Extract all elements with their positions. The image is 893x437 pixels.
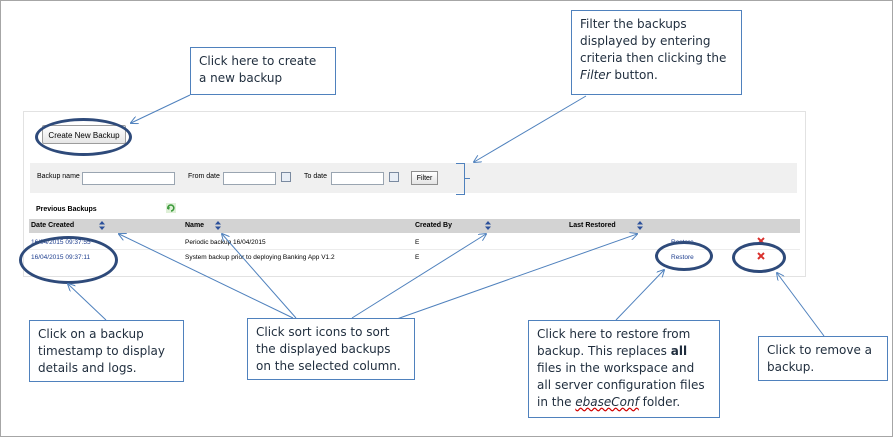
refresh-icon[interactable] bbox=[166, 203, 176, 213]
callout-restore-folder: ebaseConf bbox=[575, 395, 639, 409]
created-by-cell: E bbox=[415, 239, 420, 246]
callout-filter-text-end: button. bbox=[614, 68, 658, 82]
create-button-highlight bbox=[35, 118, 132, 156]
callout-timestamp-text: Click on a backup timestamp to display d… bbox=[38, 327, 166, 375]
callout-timestamp: Click on a backup timestamp to display d… bbox=[29, 320, 184, 382]
sort-icon[interactable] bbox=[99, 221, 105, 230]
backup-name-input[interactable] bbox=[82, 172, 175, 185]
filter-bracket bbox=[456, 163, 465, 195]
to-date-label: To date bbox=[304, 173, 327, 180]
filter-button[interactable]: Filter bbox=[411, 171, 438, 185]
to-date-input[interactable] bbox=[331, 172, 384, 185]
restore-highlight bbox=[655, 241, 713, 271]
callout-restore-emphasis: all bbox=[670, 344, 688, 358]
callout-sort-text: Click sort icons to sort the displayed b… bbox=[256, 325, 401, 373]
arrow-sort-lastrestored bbox=[393, 234, 637, 321]
callout-remove-text: Click to remove a backup. bbox=[767, 343, 873, 374]
previous-backups-title: Previous Backups bbox=[36, 206, 97, 213]
callout-restore-text-end: folder. bbox=[642, 395, 681, 409]
from-date-label: From date bbox=[188, 173, 220, 180]
column-header-created-by[interactable]: Created By bbox=[415, 222, 452, 229]
calendar-icon[interactable] bbox=[281, 172, 291, 182]
callout-create: Click here to create a new backup bbox=[190, 47, 336, 95]
row-divider bbox=[29, 249, 800, 250]
from-date-input[interactable] bbox=[223, 172, 276, 185]
arrow-create bbox=[131, 94, 191, 123]
created-by-cell: E bbox=[415, 254, 420, 261]
delete-highlight bbox=[732, 242, 786, 273]
timestamp-highlight bbox=[19, 236, 118, 284]
arrow-remove bbox=[777, 273, 825, 337]
callout-restore-text: Click here to restore from backup. This … bbox=[537, 327, 691, 358]
arrow-restore bbox=[615, 270, 664, 321]
calendar-icon[interactable] bbox=[389, 172, 399, 182]
sort-icon[interactable] bbox=[215, 221, 221, 230]
arrow-sort-name bbox=[222, 234, 297, 319]
callout-remove: Click to remove a backup. bbox=[758, 336, 888, 381]
arrow-sort-date bbox=[119, 234, 294, 319]
arrow-filter bbox=[474, 95, 587, 162]
callout-sort: Click sort icons to sort the displayed b… bbox=[247, 318, 415, 380]
column-header-name[interactable]: Name bbox=[185, 222, 205, 229]
backup-name-cell: Periodic backup 16/04/2015 bbox=[185, 239, 266, 246]
backup-name-cell: System backup prior to deploying Banking… bbox=[185, 254, 335, 261]
callout-filter-emphasis: Filter bbox=[580, 68, 611, 82]
column-header-last-restored[interactable]: Last Restored bbox=[569, 222, 616, 229]
callout-filter: Filter the backups displayed by entering… bbox=[571, 10, 742, 95]
callout-restore: Click here to restore from backup. This … bbox=[528, 320, 720, 418]
backup-name-label: Backup name bbox=[37, 173, 80, 180]
callout-restore-text-mid: files in the workspace and all server co… bbox=[537, 361, 705, 409]
callout-filter-text: Filter the backups displayed by entering… bbox=[580, 17, 727, 65]
column-header-date-created[interactable]: Date Created bbox=[31, 222, 75, 229]
table-header bbox=[29, 219, 800, 233]
sort-icon[interactable] bbox=[485, 221, 491, 230]
arrow-timestamp bbox=[68, 284, 107, 321]
sort-icon[interactable] bbox=[637, 221, 643, 230]
filter-bracket-tip bbox=[464, 178, 470, 179]
arrow-sort-createdby bbox=[351, 234, 486, 319]
callout-create-text: Click here to create a new backup bbox=[199, 54, 317, 85]
